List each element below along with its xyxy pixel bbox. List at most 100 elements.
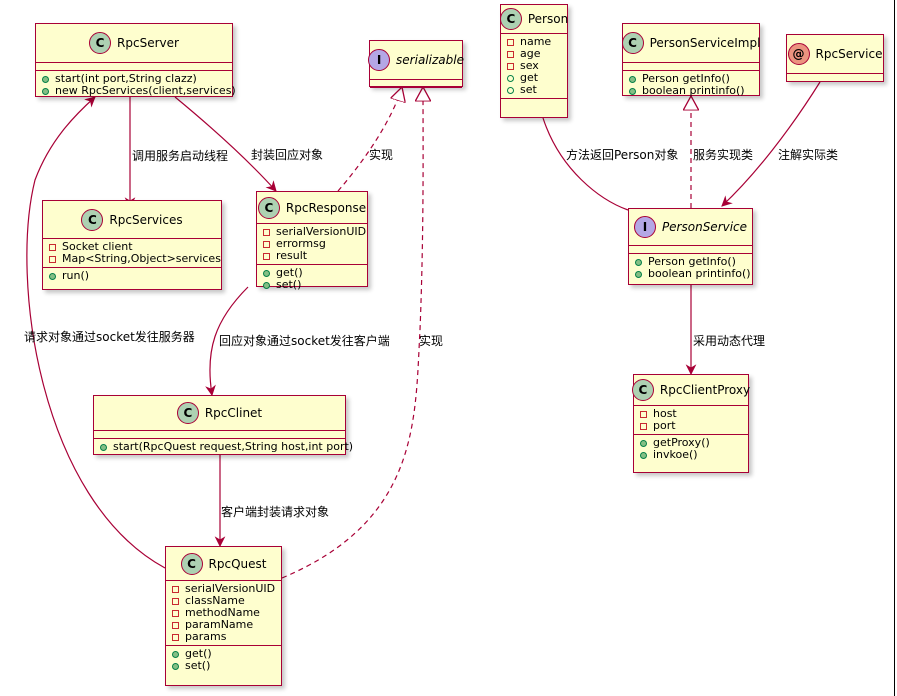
field-row[interactable]: methodName: [166, 607, 281, 619]
edge-label-quest-implements: 实现: [419, 334, 444, 348]
interface-badge-icon: I: [368, 49, 391, 71]
field-text: className: [185, 594, 245, 607]
field-row[interactable]: errormsg: [257, 238, 367, 250]
rpcclientproxy-methods: getProxy()invkoe(): [634, 434, 748, 463]
method-row[interactable]: boolean printinfo(): [623, 85, 759, 97]
method-text: boolean printinfo(): [642, 84, 745, 97]
field-row[interactable]: Socket client: [43, 241, 221, 253]
method-text: Person getInfo(): [648, 255, 736, 268]
rpcserver-name: RpcServer: [117, 36, 179, 50]
method-row[interactable]: get(): [166, 648, 281, 660]
field-row[interactable]: sex: [501, 60, 567, 72]
field-row[interactable]: age: [501, 48, 567, 60]
field-row[interactable]: serialVersionUID: [257, 226, 367, 238]
edge-label-service-to-proxy: 采用动态代理: [693, 334, 766, 348]
personserviceimpl-fields: [623, 62, 759, 70]
rpcresponse-name: RpcResponse: [285, 200, 367, 215]
edge-annotation-to-service: [721, 81, 821, 207]
method-text: set(): [276, 278, 302, 291]
method-row[interactable]: Person getInfo(): [629, 256, 752, 268]
field-row[interactable]: set: [501, 84, 567, 96]
public-visibility-icon: [640, 439, 647, 447]
serializable-methods: [370, 87, 462, 95]
field-row[interactable]: className: [166, 595, 281, 607]
rpcservice-methods: [787, 81, 883, 89]
annotation-badge-icon: @: [787, 43, 810, 65]
edge-label-impl-realizes: 服务实现类: [693, 148, 754, 162]
field-text: result: [276, 249, 308, 262]
field-row[interactable]: Map<String,Object>services: [43, 253, 221, 265]
method-text: run(): [62, 269, 90, 282]
method-row[interactable]: start(RpcQuest request,String host,int p…: [94, 441, 353, 453]
rpcserver-methods: start(int port,String clazz)new RpcServi…: [36, 70, 236, 99]
field-row[interactable]: name: [501, 36, 567, 48]
field-text: paramName: [185, 618, 254, 631]
method-row[interactable]: set(): [166, 660, 281, 672]
method-row[interactable]: new RpcServices(client,services): [36, 85, 236, 97]
field-row[interactable]: port: [634, 420, 748, 432]
class-rpcserver[interactable]: C RpcServer start(int port,String clazz)ne…: [35, 23, 236, 99]
field-text: sex: [520, 59, 539, 72]
method-row[interactable]: boolean printinfo(): [629, 268, 752, 280]
method-row[interactable]: set(): [257, 279, 367, 291]
field-row[interactable]: params: [166, 631, 281, 643]
public-visibility-icon: [635, 270, 642, 278]
field-text: Map<String,Object>services: [62, 252, 221, 265]
method-row[interactable]: invkoe(): [634, 449, 748, 461]
method-row[interactable]: run(): [43, 270, 221, 282]
class-badge-icon: C: [621, 32, 644, 54]
field-text: methodName: [185, 606, 260, 619]
method-row[interactable]: Person getInfo(): [623, 73, 759, 85]
personservice-fields: [629, 245, 752, 253]
field-text: name: [520, 35, 552, 48]
method-text: start(int port,String clazz): [55, 72, 197, 85]
field-text: errormsg: [276, 237, 326, 250]
rpcquest-methods: get()set(): [166, 645, 281, 674]
field-text: serialVersionUID: [185, 582, 276, 595]
method-text: get(): [185, 647, 212, 660]
field-row[interactable]: paramName: [166, 619, 281, 631]
method-text: new RpcServices(client,services): [55, 84, 236, 97]
class-badge-icon: C: [89, 32, 112, 54]
rpcserver-fields: [36, 62, 232, 70]
edge-label-response-implements: 实现: [369, 148, 394, 162]
public-visibility-icon: [640, 451, 647, 459]
field-text: Socket client: [62, 240, 133, 253]
rpcservice-header: @RpcService: [787, 35, 883, 73]
private-visibility-icon: [49, 243, 56, 251]
public-visibility-icon: [629, 87, 636, 95]
private-visibility-icon: [507, 62, 514, 70]
method-row[interactable]: start(int port,String clazz): [36, 73, 232, 85]
annotation-rpcservice[interactable]: @RpcService: [786, 34, 884, 82]
field-row[interactable]: host: [634, 408, 748, 420]
field-row[interactable]: result: [257, 250, 367, 262]
class-badge-icon: C: [499, 8, 522, 30]
rpcquest-name: RpcQuest: [208, 556, 267, 571]
person-methods: [501, 98, 567, 106]
edge-label-quest-to-server: 请求对象通过socket发往服务器: [24, 330, 195, 344]
class-badge-icon: C: [180, 552, 203, 575]
private-visibility-icon: [263, 240, 270, 248]
field-row[interactable]: serialVersionUID: [166, 583, 281, 595]
field-row[interactable]: get: [501, 72, 567, 84]
method-row[interactable]: getProxy(): [634, 437, 748, 449]
class-badge-icon: C: [631, 379, 654, 401]
edge-quest-to-server: [26, 96, 166, 569]
method-row[interactable]: get(): [257, 267, 367, 279]
rpcclinet-fields: [94, 430, 345, 438]
